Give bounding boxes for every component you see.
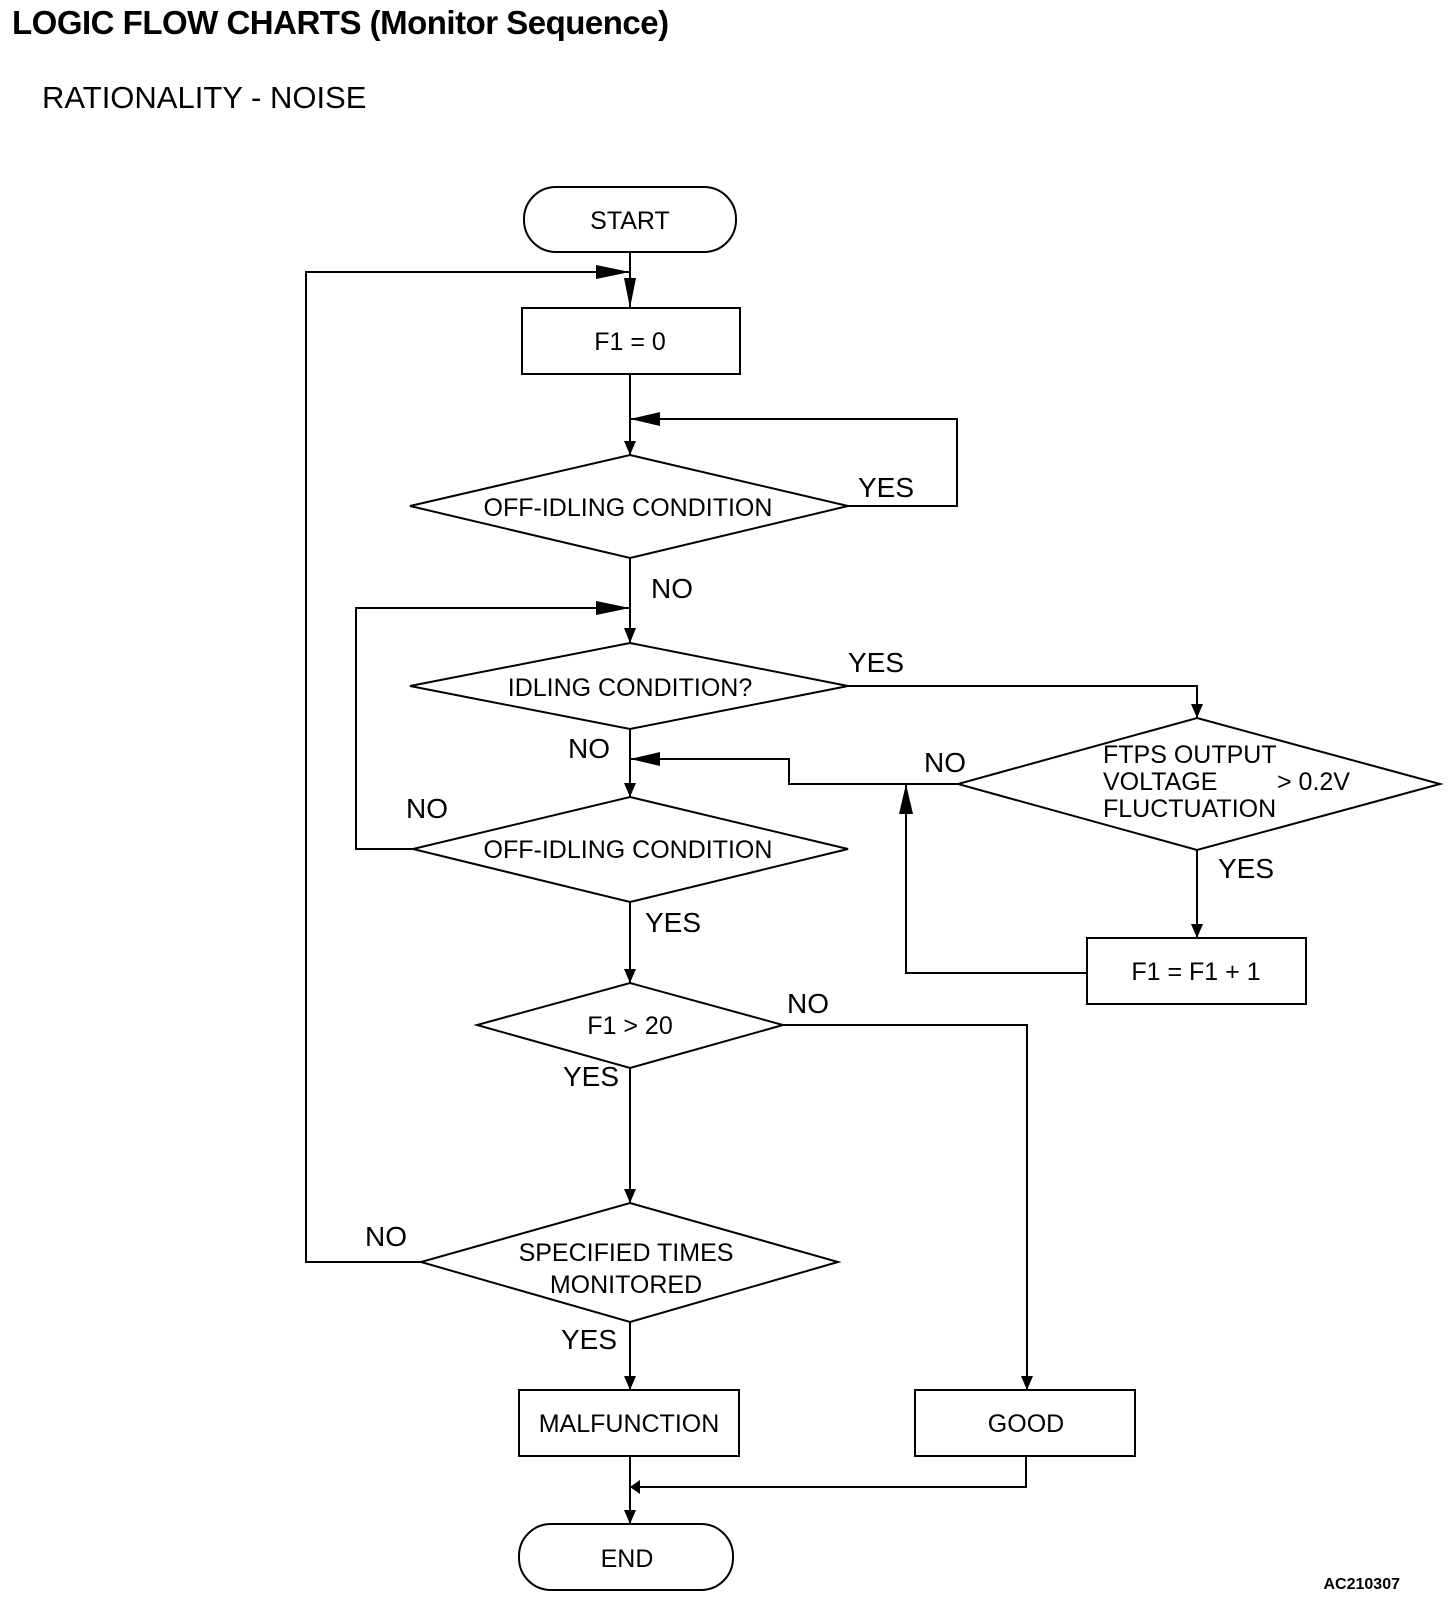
page-title: LOGIC FLOW CHARTS (Monitor Sequence): [12, 4, 669, 41]
decision-shape: [412, 795, 849, 904]
arrowhead-down: [624, 1510, 636, 1524]
node-start: START: [523, 186, 737, 253]
label-idling-no: NO: [568, 733, 610, 764]
node-ftps-line1: FTPS OUTPUT: [1103, 741, 1277, 769]
edge-off-idling-1-yes-loop: [630, 418, 958, 507]
node-f1-increment-text: F1 = F1 + 1: [1131, 958, 1260, 986]
node-idling-text: IDLING CONDITION?: [508, 674, 752, 702]
edge-ftps-no: [630, 758, 958, 785]
process-shape: [518, 1389, 740, 1457]
figure-code: AC210307: [1323, 1576, 1401, 1593]
arrowhead-right: [596, 265, 630, 279]
node-ftps: FTPS OUTPUT VOLTAGE > 0.2V FLUCTUATION: [954, 716, 1444, 852]
arrowhead-left: [630, 412, 660, 426]
edge-f1-check-no: [783, 1024, 1028, 1390]
arrowhead-down: [624, 441, 636, 455]
decision-shape: [417, 1201, 842, 1324]
page-subtitle: RATIONALITY - NOISE: [42, 80, 367, 115]
node-ftps-line3: FLUCTUATION: [1103, 795, 1276, 823]
arrowhead-left: [630, 1480, 640, 1494]
node-ftps-line2b: > 0.2V: [1277, 768, 1350, 796]
arrowhead-up: [899, 784, 913, 814]
arrowhead-down: [624, 969, 636, 983]
arrowhead-down: [1191, 924, 1203, 938]
edge-off-idling-2-no: [355, 607, 630, 850]
arrowhead-down: [624, 628, 636, 643]
arrowhead-down: [624, 278, 636, 308]
arrowhead-down: [1191, 704, 1203, 718]
node-idling: IDLING CONDITION?: [409, 641, 849, 731]
node-f1-increment: F1 = F1 + 1: [1086, 937, 1307, 1005]
node-f1-reset-text: F1 = 0: [594, 328, 666, 356]
node-malfunction: MALFUNCTION: [518, 1389, 740, 1457]
node-specified-times: SPECIFIED TIMES MONITORED: [417, 1201, 842, 1324]
decision-shape: [473, 981, 787, 1070]
edge-idling-yes: [848, 685, 1198, 718]
process-shape: [1086, 937, 1307, 1005]
node-f1-reset: F1 = 0: [521, 307, 741, 375]
edge-labels: YES NO YES NO NO YES NO YES NO YES NO YE…: [365, 472, 1274, 1355]
node-end: END: [518, 1523, 734, 1591]
process-shape: [914, 1389, 1136, 1457]
node-off-idling-1: OFF-IDLING CONDITION: [409, 453, 849, 560]
node-off-idling-2-text: OFF-IDLING CONDITION: [484, 836, 773, 864]
node-good-text: GOOD: [988, 1410, 1064, 1438]
arrowhead-down: [624, 783, 636, 797]
connectors: [305, 252, 1198, 1524]
label-off-idling-2-no: NO: [406, 793, 448, 824]
edge-f1-increment-return: [905, 784, 1087, 974]
label-off-idling-2-yes: YES: [645, 907, 701, 938]
label-f1-check-yes: YES: [563, 1061, 619, 1092]
decision-shape: [954, 716, 1444, 852]
node-specified-times-line2: MONITORED: [550, 1271, 702, 1299]
decision-shape: [409, 641, 849, 731]
arrowhead-down: [624, 1189, 636, 1203]
node-off-idling-2: OFF-IDLING CONDITION: [412, 795, 849, 904]
arrowhead-right: [596, 601, 630, 615]
label-off-idling-1-yes: YES: [858, 472, 914, 503]
label-ftps-no: NO: [924, 747, 966, 778]
node-good: GOOD: [914, 1389, 1136, 1457]
node-end-text: END: [601, 1545, 654, 1573]
arrowhead-down: [624, 1376, 636, 1390]
label-f1-check-no: NO: [787, 988, 829, 1019]
label-ftps-yes: YES: [1218, 853, 1274, 884]
node-ftps-line2: VOLTAGE: [1103, 768, 1217, 796]
arrowhead-left: [630, 752, 660, 766]
edge-specified-times-no: [305, 271, 630, 1263]
node-start-text: START: [590, 207, 670, 235]
node-off-idling-1-text: OFF-IDLING CONDITION: [484, 494, 773, 522]
edge-good-to-end: [630, 1456, 1027, 1488]
label-idling-yes: YES: [848, 647, 904, 678]
decision-shape: [409, 453, 849, 560]
arrowhead-down: [1021, 1376, 1033, 1390]
terminal-shape: [523, 186, 737, 253]
process-shape: [521, 307, 741, 375]
label-specified-times-no: NO: [365, 1221, 407, 1252]
node-malfunction-text: MALFUNCTION: [539, 1410, 720, 1438]
label-specified-times-yes: YES: [561, 1324, 617, 1355]
arrowheads: [596, 265, 1203, 1524]
terminal-shape: [518, 1523, 734, 1591]
node-f1-check: F1 > 20: [473, 981, 787, 1070]
label-off-idling-1-no: NO: [651, 573, 693, 604]
node-specified-times-line1: SPECIFIED TIMES: [519, 1239, 734, 1267]
node-f1-check-text: F1 > 20: [587, 1012, 672, 1040]
